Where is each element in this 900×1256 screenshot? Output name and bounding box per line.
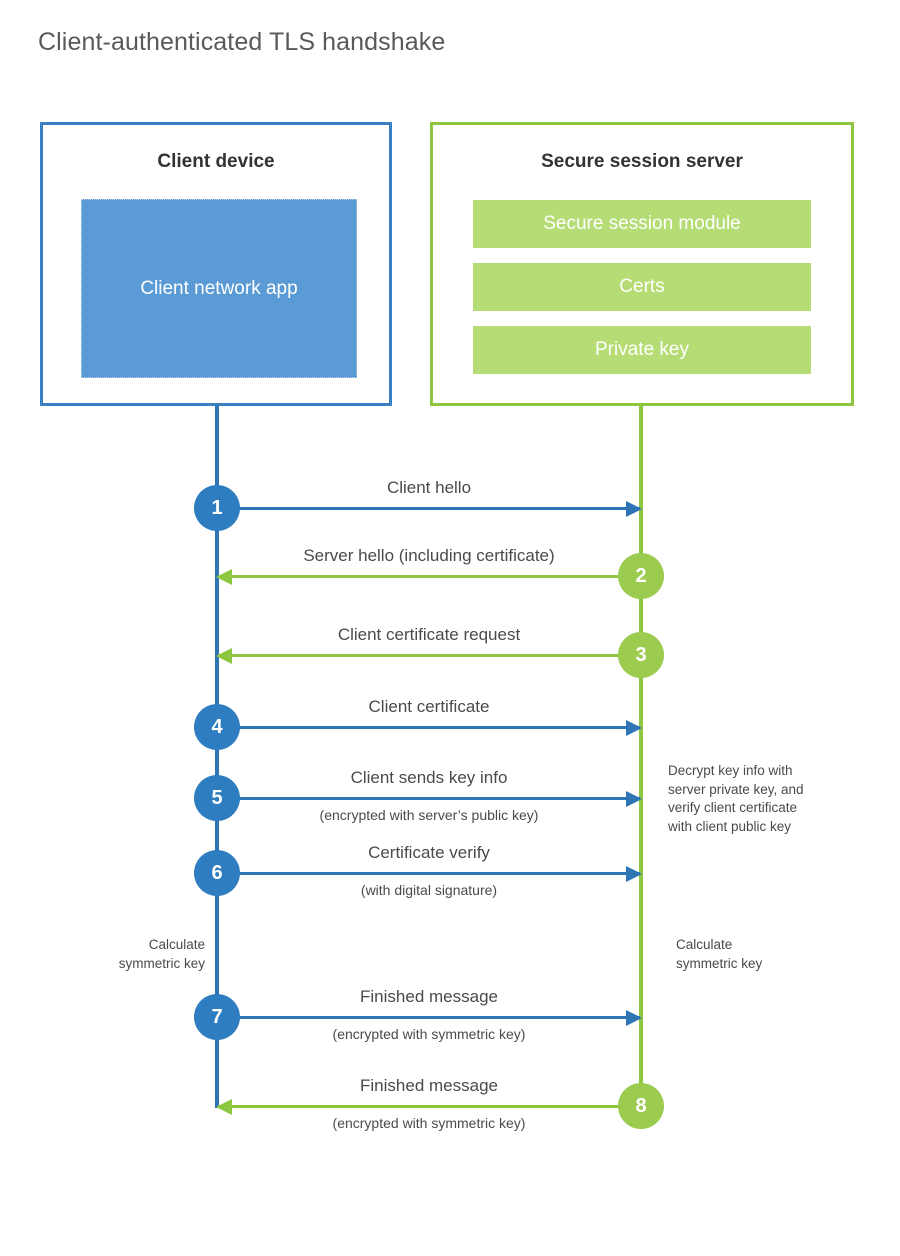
message-label-6: Certificate verify bbox=[368, 843, 490, 862]
message-arrow-6 bbox=[218, 872, 640, 875]
step-circle-4: 4 bbox=[194, 704, 240, 750]
note-line: Calculate bbox=[676, 937, 733, 952]
message-label-4: Client certificate bbox=[368, 697, 490, 716]
client-network-app-block: Client network app bbox=[81, 199, 357, 378]
client-network-app-label: Client network app bbox=[140, 277, 298, 299]
server-component-certs: Certs bbox=[473, 263, 811, 311]
note-line: symmetric key bbox=[676, 955, 763, 971]
message-arrow-2 bbox=[218, 575, 640, 578]
message-label-1: Client hello bbox=[386, 478, 472, 497]
message-arrow-3 bbox=[218, 654, 640, 657]
step-circle-8: 8 bbox=[618, 1083, 664, 1129]
message-arrow-1 bbox=[218, 507, 640, 510]
message-label-8: Finished message bbox=[360, 1076, 498, 1095]
message-label-3: Client certificate request bbox=[337, 625, 521, 644]
client-calculate-symmetric-key-note: Calculate symmetric key bbox=[60, 936, 205, 973]
note-line: Calculate bbox=[148, 937, 205, 952]
message-arrow-7 bbox=[218, 1016, 640, 1019]
secure-session-server-box: Secure session server Secure session mod… bbox=[430, 122, 854, 406]
arrow-head-right-icon bbox=[626, 866, 642, 882]
page-title: Client-authenticated TLS handshake bbox=[38, 28, 446, 56]
server-calculate-symmetric-key-note: Calculate symmetric key bbox=[676, 936, 836, 973]
message-label-5: Client sends key info bbox=[350, 768, 508, 787]
message-arrow-4 bbox=[218, 726, 640, 729]
arrow-head-left-icon bbox=[216, 648, 232, 664]
secure-session-server-title: Secure session server bbox=[541, 151, 743, 172]
note-line: symmetric key bbox=[118, 955, 205, 971]
message-label-7: Finished message bbox=[360, 987, 498, 1006]
server-decrypt-note: Decrypt key info with server private key… bbox=[668, 762, 848, 836]
step-circle-1: 1 bbox=[194, 485, 240, 531]
client-lifeline bbox=[215, 406, 219, 1108]
arrow-head-right-icon bbox=[626, 1010, 642, 1026]
message-sublabel-6: (with digital signature) bbox=[360, 882, 498, 898]
step-circle-6: 6 bbox=[194, 850, 240, 896]
message-arrow-5 bbox=[218, 797, 640, 800]
message-sublabel-8: (encrypted with symmetric key) bbox=[332, 1115, 526, 1131]
server-component-private-key: Private key bbox=[473, 326, 811, 374]
arrow-head-right-icon bbox=[626, 720, 642, 736]
note-line: server private key, and bbox=[668, 781, 804, 797]
note-line: with client public key bbox=[668, 818, 792, 834]
step-circle-3: 3 bbox=[618, 632, 664, 678]
message-sublabel-5: (encrypted with server’s public key) bbox=[319, 807, 539, 823]
client-device-title: Client device bbox=[157, 151, 275, 172]
arrow-head-left-icon bbox=[216, 569, 232, 585]
server-lifeline bbox=[639, 406, 643, 1108]
note-line: Decrypt key info with bbox=[668, 763, 793, 778]
client-device-box: Client device Client network app bbox=[40, 122, 392, 406]
arrow-head-left-icon bbox=[216, 1099, 232, 1115]
note-line: verify client certificate bbox=[668, 800, 798, 815]
arrow-head-right-icon bbox=[626, 791, 642, 807]
message-sublabel-7: (encrypted with symmetric key) bbox=[332, 1026, 526, 1042]
server-component-secure-session-module: Secure session module bbox=[473, 200, 811, 248]
step-circle-2: 2 bbox=[618, 553, 664, 599]
message-label-2: Server hello (including certificate) bbox=[303, 546, 555, 565]
step-circle-5: 5 bbox=[194, 775, 240, 821]
step-circle-7: 7 bbox=[194, 994, 240, 1040]
message-arrow-8 bbox=[218, 1105, 640, 1108]
arrow-head-right-icon bbox=[626, 501, 642, 517]
